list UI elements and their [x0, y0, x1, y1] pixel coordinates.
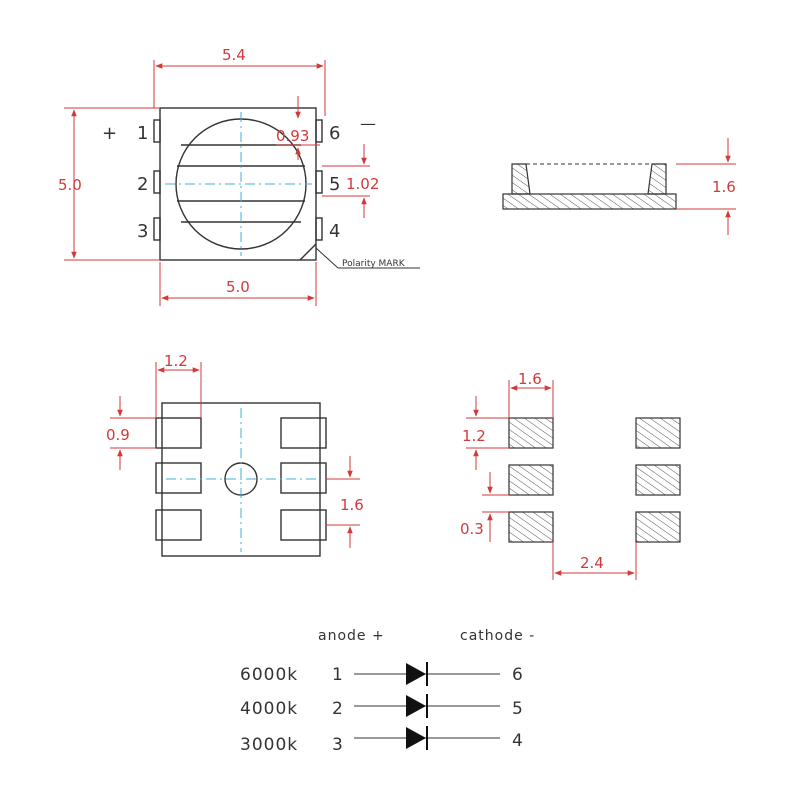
- minus-sign: —: [360, 114, 376, 133]
- dim-label-width-top: 5.4: [222, 46, 246, 64]
- pin-pad-2: [153, 170, 161, 194]
- bottom-pad-6: [280, 417, 327, 449]
- pin-label-3: 3: [137, 221, 148, 242]
- dim-label-width-bottom: 5.0: [226, 278, 250, 296]
- side-base: [502, 193, 677, 210]
- bottom-pad-2: [155, 462, 202, 494]
- pin-label-2: 2: [137, 174, 148, 195]
- pin-label-4: 4: [329, 221, 340, 242]
- polarity-leader: [315, 247, 339, 269]
- dim-label-side-height: 1.6: [712, 178, 736, 196]
- footprint-pad-4: [635, 511, 681, 543]
- dim-label-pad: 0.93: [276, 127, 309, 145]
- pin-label-5: 5: [329, 174, 340, 195]
- side-wall-left: [511, 163, 531, 195]
- temp-label: 4000k: [240, 699, 298, 719]
- schematic: anode + cathode - 6000k 1 6 4000k 2 5 30…: [240, 628, 535, 755]
- footprint-pad-2: [508, 464, 554, 496]
- footprint-view: 1.6 1.2 0.3 2.4: [460, 370, 681, 580]
- dim-label-bottom-pad-height: 0.9: [106, 426, 130, 444]
- anode-pin: 3: [332, 735, 344, 755]
- cathode-pin: 5: [512, 699, 524, 719]
- polarity-label: Polarity MARK: [342, 259, 406, 269]
- polarity-chamfer: [299, 243, 317, 261]
- dim-label-height-top: 5.0: [58, 176, 82, 194]
- diode-row-1: 6000k 1 6: [240, 662, 524, 686]
- footprint-pad-1: [508, 417, 554, 449]
- diode-row-2: 4000k 2 5: [240, 694, 524, 719]
- footprint-pad-3: [508, 511, 554, 543]
- cathode-label: cathode -: [460, 628, 535, 644]
- bottom-pad-1: [155, 417, 202, 449]
- temp-label: 3000k: [240, 735, 298, 755]
- dim-label-footprint-gap: 0.3: [460, 520, 484, 538]
- bottom-outline: [161, 402, 321, 557]
- footprint-pad-6: [635, 417, 681, 449]
- plus-sign: +: [102, 123, 117, 144]
- diode-row-3: 3000k 3 4: [240, 726, 524, 755]
- footprint-pad-5: [635, 464, 681, 496]
- bottom-pad-5: [280, 462, 327, 494]
- cathode-pin: 6: [512, 665, 524, 685]
- side-view: 1.6: [502, 138, 736, 235]
- bottom-view: 1.2 0.9 1.6: [106, 352, 364, 557]
- pin-pad-3: [153, 217, 161, 241]
- pin-pad-1: [153, 119, 161, 143]
- side-wall-right: [647, 163, 667, 195]
- bottom-pad-4: [280, 509, 327, 541]
- dim-label-pitch-top: 1.02: [346, 175, 379, 193]
- cathode-pin: 4: [512, 731, 524, 751]
- diode-icon: [406, 727, 426, 749]
- pin-label-6: 6: [329, 123, 340, 144]
- dim-label-footprint-spacing: 2.4: [580, 554, 604, 572]
- dim-label-footprint-pad-width: 1.6: [518, 370, 542, 388]
- dim-label-bottom-pad-width: 1.2: [164, 352, 188, 370]
- anode-pin: 2: [332, 699, 344, 719]
- top-view: + — 1 2 3 6 5 4 Polarity MARK 5.4 5.0 5.…: [58, 46, 420, 306]
- diode-icon: [406, 663, 426, 685]
- diode-icon: [406, 695, 426, 717]
- dim-label-bottom-pitch: 1.6: [340, 496, 364, 514]
- anode-pin: 1: [332, 665, 344, 685]
- pin-label-1: 1: [137, 123, 148, 144]
- bottom-pad-3: [155, 509, 202, 541]
- temp-label: 6000k: [240, 665, 298, 685]
- pin-pad-4: [315, 217, 323, 241]
- pin-pad-5: [315, 170, 323, 194]
- dim-label-footprint-pad-height: 1.2: [462, 427, 486, 445]
- pin-pad-6: [315, 119, 323, 143]
- anode-label: anode +: [318, 628, 385, 644]
